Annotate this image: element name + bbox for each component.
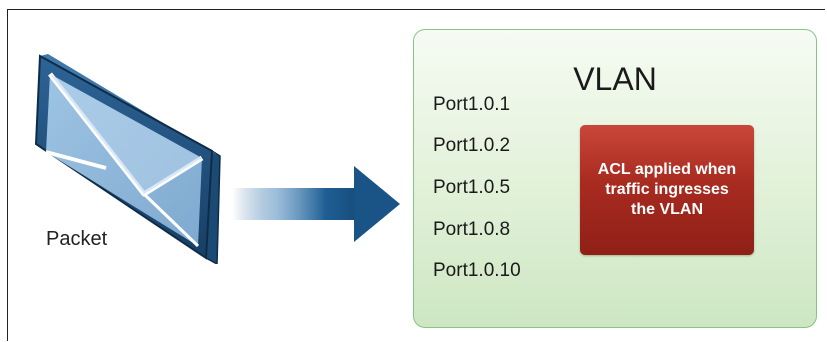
port-item: Port1.0.2 — [433, 135, 511, 156]
port-item: Port1.0.1 — [433, 94, 511, 115]
port-item: Port1.0.10 — [433, 260, 521, 281]
port-item: Port1.0.5 — [433, 177, 511, 198]
acl-box: ACL applied when traffic ingresses the V… — [580, 125, 754, 255]
envelope-icon — [34, 54, 221, 264]
arrow-right-icon — [232, 166, 400, 242]
vlan-container: VLAN Port1.0.1 Port1.0.2 Port1.0.5 Port1… — [413, 29, 817, 328]
port-item: Port1.0.8 — [433, 219, 511, 240]
vlan-title: VLAN — [573, 61, 657, 97]
acl-text: ACL applied when traffic ingresses the V… — [597, 161, 737, 218]
diagram-frame — [7, 9, 825, 341]
packet-label: Packet — [46, 228, 108, 250]
